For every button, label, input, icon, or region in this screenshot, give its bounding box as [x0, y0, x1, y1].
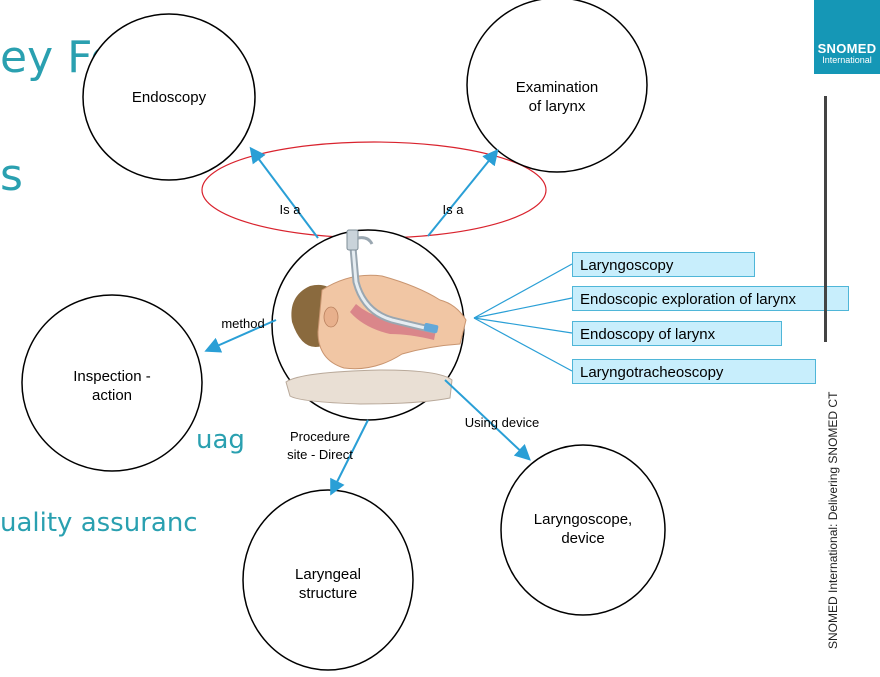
- examination-of-larynx-label-line1: Examination: [515, 79, 599, 96]
- laryngeal-structure-label: Laryngeal structure: [258, 565, 398, 603]
- procedure-site-label-line1: Procedure: [290, 429, 350, 444]
- procedure-site-arrow: [330, 419, 369, 496]
- synonym-connector-4: [473, 317, 573, 372]
- snomed-logo-brand: SNOMED: [817, 41, 877, 56]
- laryngoscope-device-node: [500, 444, 666, 616]
- synonym-box-laryngotracheoscopy: Laryngotracheoscopy: [572, 359, 816, 384]
- examination-of-larynx-label: Examination of larynx: [487, 78, 627, 116]
- is-a-left-arrow: [249, 146, 319, 239]
- inspection-action-label: Inspection - action: [42, 367, 182, 405]
- endoscopy-label: Endoscopy: [131, 89, 207, 106]
- is-a-right-label: Is a: [442, 202, 464, 217]
- laryngoscopy-illustration: [271, 229, 467, 421]
- footer-tagline: SNOMED International: Delivering SNOMED …: [826, 391, 840, 649]
- laryngoscope-device-label: Laryngoscope, device: [513, 510, 653, 548]
- endoscopy-node: [82, 13, 256, 181]
- using-device-arrow: [444, 379, 531, 461]
- method-label: method: [221, 316, 265, 331]
- inspection-action-label-line1: Inspection -: [73, 368, 151, 385]
- using-device-label: Using device: [464, 415, 540, 430]
- laryngoscope-device-label-line2: device: [561, 530, 605, 547]
- synonym-connector-1: [473, 263, 573, 319]
- laryngeal-structure-node: [242, 489, 414, 671]
- background-text-fragment-2: uag: [196, 425, 245, 455]
- examination-of-larynx-label-line2: of larynx: [528, 98, 586, 115]
- is-a-right-arrow: [427, 148, 499, 237]
- laryngeal-structure-label-line1: Laryngeal: [295, 566, 361, 583]
- background-text-fragment-3: uality assuranc: [0, 508, 198, 538]
- inspection-action-node: [21, 294, 203, 472]
- synonym-box-laryngoscopy: Laryngoscopy: [572, 252, 755, 277]
- synonym-box-endoscopic-exploration: Endoscopic exploration of larynx: [572, 286, 849, 311]
- side-divider: [824, 96, 827, 342]
- synonym-connector-2: [473, 297, 573, 319]
- synonym-box-endoscopy-of-larynx: Endoscopy of larynx: [572, 321, 782, 346]
- examination-of-larynx-node: [466, 0, 648, 173]
- snomed-logo: SNOMED International: [814, 0, 880, 74]
- background-text-fragment-1: s: [0, 150, 23, 201]
- inspection-action-label-line2: action: [91, 387, 133, 404]
- laryngoscope-device-label-line1: Laryngoscope,: [533, 511, 633, 528]
- laryngeal-structure-label-line2: structure: [298, 585, 358, 602]
- procedure-site-label-line2: site - Direct: [287, 447, 353, 462]
- is-a-left-label: Is a: [279, 202, 301, 217]
- synonym-connector-3: [473, 317, 573, 334]
- method-arrow: [204, 319, 277, 353]
- snomed-logo-sub: International: [822, 55, 872, 65]
- procedure-site-label: Procedure site - Direct: [270, 428, 370, 464]
- is-a-group-ellipse: [201, 141, 547, 239]
